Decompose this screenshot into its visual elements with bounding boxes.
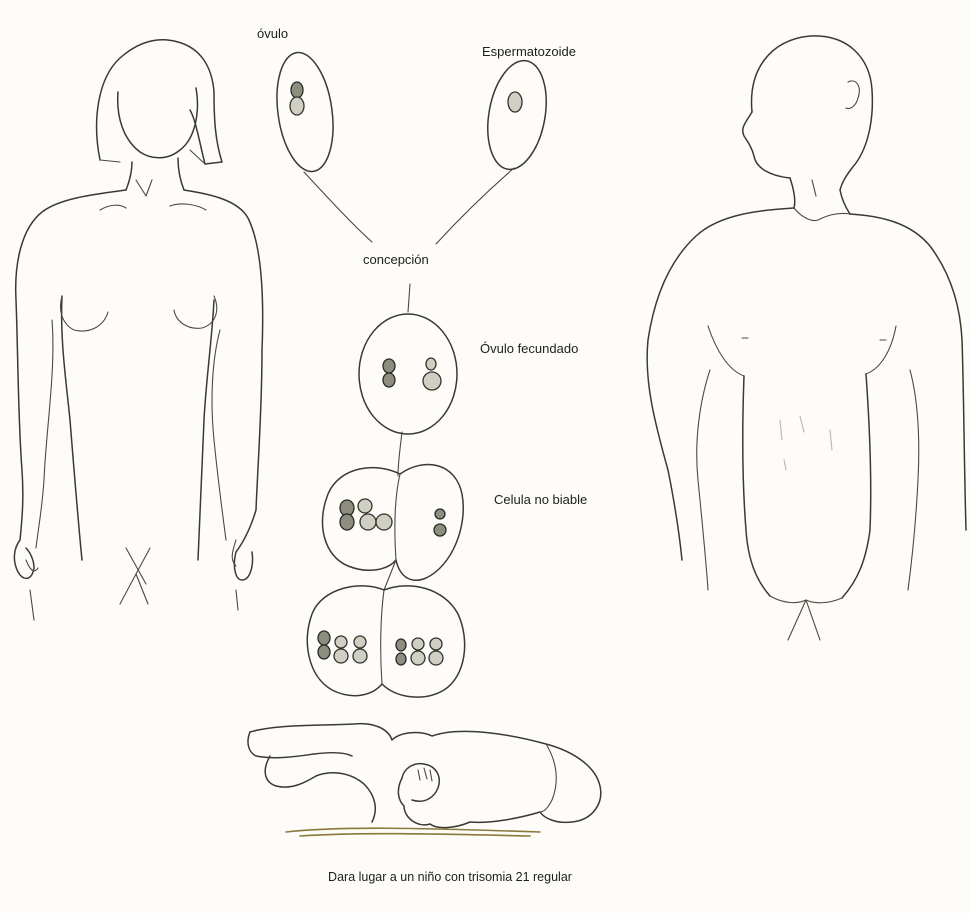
cell-chromosome — [358, 499, 372, 513]
cell-chromosome — [435, 509, 445, 519]
label-concepcion: concepción — [363, 252, 429, 268]
female-right-arm-inner — [212, 330, 236, 566]
baby-leg — [265, 756, 375, 822]
baby-head-line — [540, 744, 556, 812]
ovum-chromosome — [290, 97, 304, 115]
male-torso — [743, 374, 871, 598]
female-breast-right — [174, 296, 217, 328]
fertilized-egg — [359, 314, 457, 434]
female-torso — [62, 296, 214, 560]
baby-hand — [402, 764, 439, 802]
zygote-chromosome — [426, 358, 436, 370]
female-figure — [14, 40, 262, 620]
label-celula-no-viable: Celula no biable — [494, 492, 587, 508]
first-division — [322, 464, 463, 590]
sperm-cell — [480, 56, 554, 174]
ovum-cell — [270, 49, 340, 175]
baby-upper-arm — [248, 732, 352, 758]
female-left-arm-inner — [26, 320, 53, 571]
second-division — [307, 586, 464, 697]
baby-body — [250, 724, 601, 828]
male-groin — [770, 596, 842, 640]
cell-chromosome — [376, 514, 392, 530]
baby-figure — [248, 724, 601, 836]
connector-lines — [304, 168, 514, 476]
cell-chromosome — [318, 645, 330, 659]
male-left-arm-inner — [697, 370, 710, 590]
male-abdomen-marks — [780, 416, 832, 470]
female-left-arm — [14, 190, 126, 578]
four-cell-divider — [381, 590, 384, 684]
cell-chromosome — [434, 524, 446, 536]
caption: Dara lugar a un niño con trisomia 21 reg… — [0, 869, 900, 885]
male-left-arm — [647, 208, 794, 560]
label-espermatozoide: Espermatozoide — [482, 44, 576, 60]
male-chest — [708, 326, 896, 376]
male-head — [752, 36, 873, 190]
female-legs-mark — [120, 548, 150, 604]
female-neck-v — [100, 180, 206, 210]
cell-chromosome — [412, 638, 424, 650]
cell-chromosome — [334, 649, 348, 663]
zygote-chromosome — [383, 373, 395, 387]
zygote-membrane — [359, 314, 457, 434]
line-sperm-concepcion — [436, 168, 514, 244]
female-neck — [126, 158, 184, 190]
non-viable-right-cell — [396, 464, 463, 580]
baby-surface — [286, 828, 540, 836]
sperm-membrane — [480, 56, 554, 174]
label-ovulo-fecundado: Óvulo fecundado — [480, 341, 578, 357]
zygote-chromosome — [423, 372, 441, 390]
cell-chromosome — [335, 636, 347, 648]
label-ovulo: óvulo — [257, 26, 288, 42]
cell-chromosome — [396, 639, 406, 651]
cell-chromosome — [430, 638, 442, 650]
female-hair — [97, 40, 222, 164]
female-breast-left — [61, 296, 109, 331]
cell-chromosome — [360, 514, 376, 530]
female-lower-lines — [30, 590, 238, 620]
ovum-membrane — [270, 49, 340, 175]
division-line — [384, 474, 400, 590]
male-right-arm-inner — [908, 370, 919, 590]
male-right-arm — [850, 214, 966, 530]
female-face — [118, 88, 198, 158]
baby-fingers — [418, 768, 432, 781]
male-ear — [846, 81, 859, 109]
cell-chromosome — [396, 653, 406, 665]
sperm-chromosome — [508, 92, 522, 112]
line-fecundado-division — [398, 432, 402, 476]
line-ovulo-concepcion — [304, 172, 372, 242]
cell-chromosome — [340, 514, 354, 530]
male-figure — [647, 36, 966, 640]
cell-chromosome — [353, 649, 367, 663]
male-neck — [790, 178, 850, 214]
zygote-chromosome — [383, 359, 395, 373]
ovum-chromosome — [291, 82, 303, 98]
cell-chromosome — [429, 651, 443, 665]
cell-chromosome — [411, 651, 425, 665]
cell-chromosome — [354, 636, 366, 648]
male-face — [743, 112, 790, 178]
cell-chromosome — [318, 631, 330, 645]
line-concepcion-fecundado — [408, 284, 410, 312]
